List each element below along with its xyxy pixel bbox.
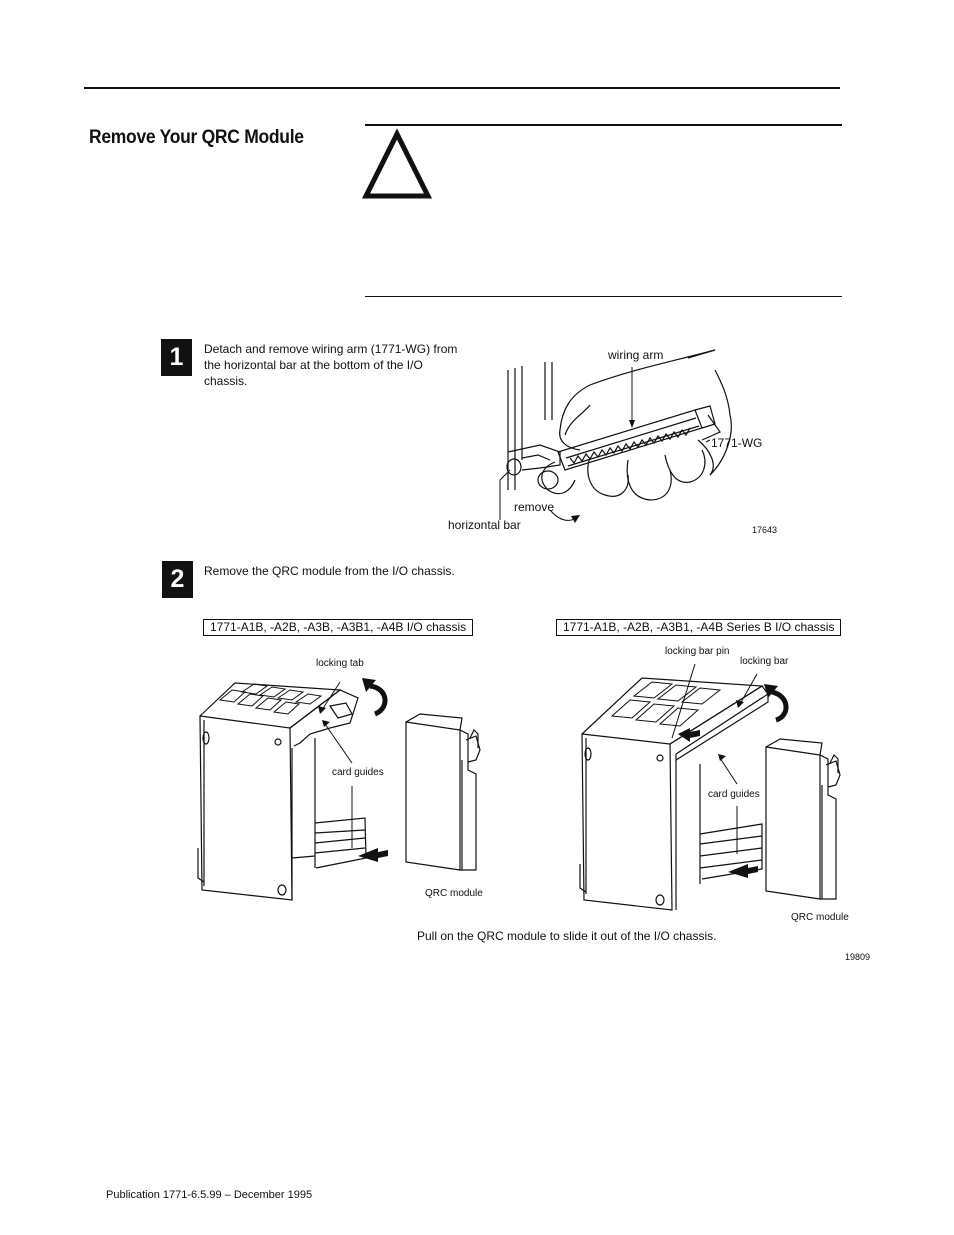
step-2-caption: Pull on the QRC module to slide it out o… xyxy=(417,929,717,943)
step-2-text: Remove the QRC module from the I/O chass… xyxy=(204,564,455,578)
step-1-badge: 1 xyxy=(161,339,192,376)
right-chassis-title: 1771-A1B, -A2B, -A3B1, -A4B Series B I/O… xyxy=(556,619,842,636)
part-number-label: 1771-WG xyxy=(711,436,763,450)
locking-tab-label: locking tab xyxy=(316,658,364,669)
locking-bar-pin-label: locking bar pin xyxy=(665,646,730,657)
remove-label: remove xyxy=(514,500,555,514)
left-chassis-title: 1771-A1B, -A2B, -A3B, -A3B1, -A4B I/O ch… xyxy=(203,619,474,636)
locking-bar-label: locking bar xyxy=(740,656,789,667)
attention-triangle-icon xyxy=(361,128,433,199)
step-1-text: Detach and remove wiring arm (1771-WG) f… xyxy=(204,342,458,388)
left-qrc-module xyxy=(405,713,481,871)
figure-id-19809: 19809 xyxy=(845,952,871,962)
section-title: Remove Your QRC Module xyxy=(89,127,304,148)
wiring-arm-label: wiring arm xyxy=(608,348,664,362)
right-chassis-illustration xyxy=(579,663,789,911)
step-2-badge: 2 xyxy=(162,561,193,598)
figure-id-17643: 17643 xyxy=(752,525,778,535)
right-qrc-module xyxy=(765,738,841,900)
warning-bottom-rule xyxy=(365,296,842,297)
publication-footer: Publication 1771-6.5.99 – December 1995 xyxy=(106,1189,313,1201)
left-qrc-module-label: QRC module xyxy=(425,888,483,899)
left-card-guides-label: card guides xyxy=(332,767,384,778)
warning-top-rule xyxy=(365,124,842,126)
right-qrc-module-label: QRC module xyxy=(791,912,849,923)
horizontal-bar-label: horizontal bar xyxy=(448,518,521,532)
header-rule xyxy=(84,87,840,89)
right-card-guides-label: card guides xyxy=(708,789,760,800)
wiring-arm-illustration xyxy=(499,349,732,523)
left-chassis-illustration xyxy=(197,678,388,901)
